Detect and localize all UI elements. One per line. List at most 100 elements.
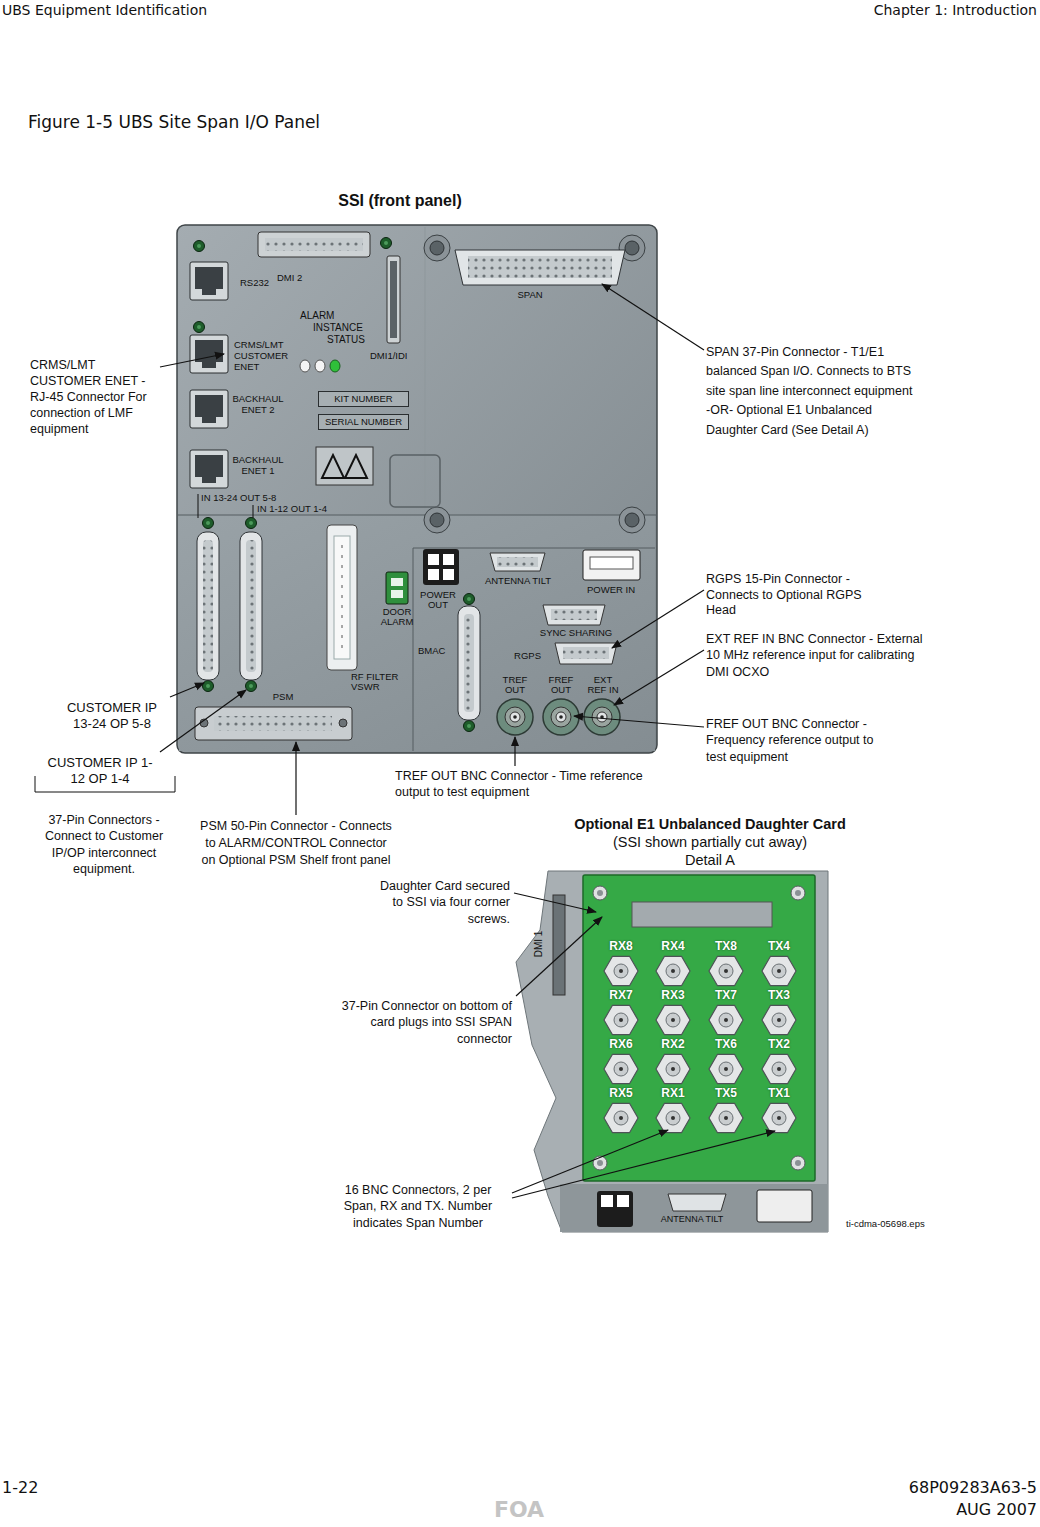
psm-connector bbox=[195, 707, 352, 740]
port-label: TX6 bbox=[715, 1037, 737, 1051]
bnc-connector bbox=[584, 699, 620, 735]
sync-sharing-connector bbox=[551, 609, 597, 620]
page-header: Chapter 1: Introduction bbox=[874, 2, 1037, 19]
mounting-boss bbox=[619, 235, 645, 261]
port-label: RX8 bbox=[609, 939, 632, 953]
antenna-tilt-connector bbox=[497, 557, 538, 567]
port-label: TX8 bbox=[715, 939, 737, 953]
connector-label: SYNC SHARING bbox=[540, 627, 612, 638]
detail-illustration bbox=[709, 1005, 743, 1034]
power-out-connector bbox=[443, 569, 454, 580]
detail-illustration bbox=[709, 1103, 743, 1132]
detail-illustration bbox=[656, 1103, 690, 1132]
callout-text: FREF OUT BNC Connector - Frequency refer… bbox=[706, 716, 896, 765]
detail-illustration bbox=[601, 1195, 613, 1207]
leader-line bbox=[614, 650, 704, 705]
callout-text: 16 BNC Connectors, 2 per Span, RX and TX… bbox=[328, 1182, 508, 1231]
status-led bbox=[330, 360, 340, 372]
connector-label: CRMS/LMT CUSTOMER ENET bbox=[234, 340, 298, 373]
mounting-boss bbox=[424, 235, 645, 533]
span-connector bbox=[468, 256, 612, 278]
psm-connector bbox=[214, 716, 332, 731]
connector-label: DOOR ALARM bbox=[375, 607, 419, 628]
rf-filter-connector bbox=[342, 545, 343, 650]
bnc-connector bbox=[497, 699, 620, 735]
blank-plate bbox=[390, 455, 440, 507]
status-led bbox=[300, 360, 310, 372]
rgps-connector bbox=[563, 647, 609, 659]
rf-filter-connector bbox=[327, 525, 357, 670]
port-label: TX2 bbox=[768, 1037, 790, 1051]
port-label: RX5 bbox=[609, 1086, 632, 1100]
dmi1-connector bbox=[390, 261, 397, 338]
callout-text: TREF OUT BNC Connector - Time reference … bbox=[395, 768, 665, 801]
box-label: KIT NUMBER bbox=[334, 392, 392, 406]
connector-label: BMAC bbox=[418, 645, 445, 656]
mounting-screw bbox=[381, 238, 392, 249]
led-label: STATUS bbox=[327, 334, 365, 346]
detail-heading: Detail A bbox=[510, 852, 910, 869]
mounting-screw bbox=[194, 241, 205, 252]
power-out-connector bbox=[423, 549, 459, 585]
detail-illustration bbox=[597, 1191, 633, 1227]
rj45-jack bbox=[190, 335, 228, 373]
led-label: INSTANCE bbox=[313, 322, 363, 334]
status-led bbox=[315, 360, 325, 372]
psm-connector bbox=[195, 707, 352, 740]
callout-text: PSM 50-Pin Connector - Connects to ALARM… bbox=[200, 818, 392, 869]
rgps-connector bbox=[555, 643, 617, 664]
connector-label: RGPS bbox=[514, 650, 541, 661]
connector-label: TREF OUT bbox=[498, 675, 532, 696]
serial-number-box: SERIAL NUMBER bbox=[318, 414, 409, 430]
port-label: RX3 bbox=[661, 988, 684, 1002]
detail-illustration bbox=[791, 1156, 805, 1170]
mounting-boss bbox=[424, 507, 450, 533]
detail-illustration bbox=[516, 871, 828, 1232]
rf-filter-connector bbox=[334, 536, 350, 659]
sync-sharing-connector bbox=[543, 605, 605, 625]
door-alarm-connector bbox=[386, 572, 408, 604]
ssi-panel-body bbox=[177, 515, 657, 751]
detail-illustration bbox=[604, 1103, 638, 1132]
span-connector bbox=[455, 250, 625, 285]
dmi2-connector bbox=[258, 232, 370, 257]
connector-label: IN 13-24 OUT 5-8 bbox=[201, 492, 276, 503]
detail-illustration bbox=[656, 1005, 690, 1034]
callout-text: CUSTOMER IP 1-12 OP 1-4 bbox=[45, 755, 155, 786]
detail-illustration bbox=[516, 871, 828, 1232]
customer-connector bbox=[197, 532, 262, 680]
rj45-jack bbox=[190, 390, 228, 428]
leader-line bbox=[516, 917, 602, 996]
mounting-screw bbox=[203, 518, 214, 529]
leader-line bbox=[514, 893, 596, 912]
bmac-connector bbox=[458, 606, 480, 720]
detail-illustration bbox=[757, 1190, 812, 1222]
dmi2-connector bbox=[265, 238, 363, 251]
detail-subheading: (SSI shown partially cut away) bbox=[510, 834, 910, 851]
leader-line bbox=[514, 737, 515, 766]
panel-heading: SSI (front panel) bbox=[160, 191, 640, 210]
page-header: UBS Equipment Identification bbox=[2, 2, 207, 19]
detail-illustration bbox=[553, 895, 565, 995]
detail-illustration bbox=[604, 1005, 638, 1034]
ssi-panel-body bbox=[425, 227, 426, 513]
connector-label: POWER IN bbox=[587, 584, 635, 595]
rj45-jack bbox=[190, 450, 228, 488]
callout-text: 37-Pin Connectors - Connect to Customer … bbox=[29, 812, 179, 877]
rj45-jack bbox=[190, 262, 228, 300]
document-number: 68P09283A63-5 bbox=[909, 1478, 1037, 1497]
port-label: RX6 bbox=[609, 1037, 632, 1051]
mounting-screw bbox=[464, 594, 475, 605]
leader-line bbox=[612, 590, 704, 648]
callout-text: CUSTOMER IP 13-24 OP 5-8 bbox=[57, 700, 167, 731]
connector-label: EXT REF IN bbox=[584, 675, 622, 696]
detail-illustration bbox=[762, 1054, 796, 1083]
connector-label: FREF OUT bbox=[544, 675, 578, 696]
ssi-panel-body bbox=[177, 225, 657, 753]
connector-tick bbox=[198, 494, 199, 518]
led-label: ALARM bbox=[300, 310, 334, 322]
sync-sharing-connector bbox=[543, 605, 605, 625]
detail-illustration bbox=[762, 1005, 796, 1034]
